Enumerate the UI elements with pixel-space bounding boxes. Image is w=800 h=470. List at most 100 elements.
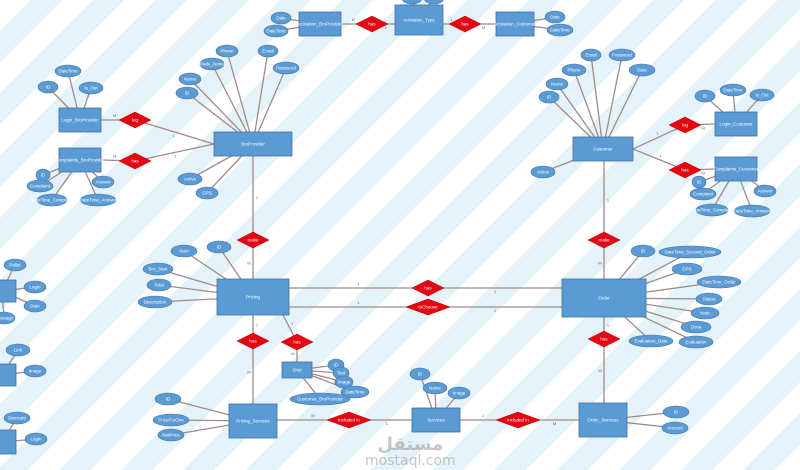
attribute-image[interactable]: Image bbox=[447, 386, 471, 400]
relationship-r-has-shot[interactable]: has bbox=[280, 333, 314, 351]
attribute-name[interactable]: Name bbox=[545, 77, 569, 91]
attribute-datetime-order[interactable]: DateTime_Order bbox=[696, 275, 742, 289]
attribute-phone[interactable]: Phone bbox=[561, 63, 587, 77]
attribute-id[interactable]: ID bbox=[35, 168, 51, 182]
attribute-trade-name[interactable]: Trade_Name bbox=[199, 57, 226, 71]
attribute-discount[interactable]: Discount bbox=[3, 411, 31, 425]
relationship-r-incl1[interactable]: included in bbox=[326, 411, 372, 429]
attribute-id[interactable]: ID bbox=[206, 240, 232, 254]
entity-activation-customer[interactable]: Activation_Customer bbox=[494, 11, 536, 37]
entity-pricing-services[interactable]: Pricing_Services bbox=[228, 403, 278, 439]
attribute-id[interactable]: ID bbox=[409, 367, 431, 381]
entity-left1[interactable] bbox=[0, 279, 17, 303]
entity-order[interactable]: Order bbox=[561, 278, 647, 318]
entity-shot[interactable]: Shot bbox=[281, 361, 313, 379]
attribute-id[interactable]: ID bbox=[630, 244, 656, 258]
entity-complaints-bp[interactable]: Complaints_BroProvider bbox=[56, 147, 105, 173]
attribute-datetime[interactable]: DateTime bbox=[340, 385, 370, 399]
attribute-answer[interactable]: Answer bbox=[753, 184, 777, 198]
relationship-r-log-c[interactable]: log bbox=[668, 116, 702, 134]
attribute-evaluation-date[interactable]: Evaluation_Date bbox=[628, 334, 674, 348]
attribute-complaint[interactable]: Complaint bbox=[26, 179, 54, 193]
attribute-complaint[interactable]: Complaint bbox=[689, 187, 717, 201]
attribute-image[interactable]: Image bbox=[23, 364, 47, 378]
attribute-netprice[interactable]: NetPrice bbox=[157, 428, 185, 442]
attribute-is-out[interactable]: Is_Out bbox=[78, 81, 104, 95]
entity-complaints-customer[interactable]: Complaints_Customer bbox=[714, 156, 759, 182]
entity-order-services[interactable]: Order_Services bbox=[578, 402, 628, 438]
attribute-datetime-second-order[interactable]: DateTime_Second_Order bbox=[658, 245, 722, 259]
attribute-datetime[interactable]: DateTime bbox=[263, 24, 289, 38]
entity-login-bp[interactable]: Login_BroProvider bbox=[58, 107, 102, 133]
attribute-answer[interactable]: Answer bbox=[91, 175, 115, 189]
attribute-email[interactable]: Email bbox=[257, 44, 279, 58]
attribute-status[interactable]: Status bbox=[695, 292, 723, 306]
attribute-id[interactable]: ID bbox=[694, 89, 716, 103]
attribute-pallet[interactable]: Pallet bbox=[3, 258, 27, 272]
attribute-gps[interactable]: GPS bbox=[671, 262, 703, 276]
attribute-login[interactable]: Login bbox=[24, 432, 48, 446]
attribute-evaluation[interactable]: Evaluation bbox=[678, 335, 714, 349]
attribute-bro-start[interactable]: Bro_Start bbox=[142, 262, 174, 276]
relationship-r-has-os[interactable]: has bbox=[587, 330, 621, 348]
attribute-unnamed[interactable] bbox=[424, 0, 444, 5]
attribute-unnamed[interactable] bbox=[402, 0, 422, 5]
relationship-r-has-po[interactable]: has bbox=[411, 279, 445, 297]
entity-customer[interactable]: Customer bbox=[572, 136, 634, 162]
relationship-r-log-bp[interactable]: log bbox=[118, 111, 152, 129]
attribute-name[interactable]: Name bbox=[178, 72, 202, 86]
attribute-is-out[interactable]: Is_Out bbox=[749, 88, 775, 102]
attribute-active[interactable]: Active bbox=[177, 172, 203, 186]
entity-login-customer[interactable]: Login_Customer bbox=[714, 111, 758, 137]
attribute-date[interactable]: Date bbox=[628, 63, 656, 77]
entity-activation-bp[interactable]: Activation_BroProvider bbox=[297, 11, 343, 37]
attribute-date[interactable]: Date bbox=[23, 299, 47, 313]
attribute-datetime-answer[interactable]: DateTime_Answer bbox=[734, 204, 771, 218]
attribute-link[interactable]: Link bbox=[5, 343, 31, 357]
attribute-message[interactable]: Message bbox=[0, 311, 16, 325]
attribute-id[interactable]: ID bbox=[691, 175, 707, 189]
attribute-gps[interactable]: GPS bbox=[195, 186, 219, 200]
attribute-phone[interactable]: Phone bbox=[215, 44, 239, 58]
relationship-r-comp-bp[interactable]: has bbox=[118, 152, 152, 170]
relationship-r-act-bp[interactable]: has bbox=[355, 15, 389, 33]
attribute-description[interactable]: Description bbox=[137, 295, 173, 309]
entity-left2[interactable] bbox=[0, 363, 17, 387]
attribute-email[interactable]: Email bbox=[580, 48, 602, 62]
attribute-login[interactable]: Login bbox=[23, 280, 47, 294]
relationship-r-comp-c[interactable]: has bbox=[668, 161, 702, 179]
attribute-datetime-answer[interactable]: DateTime_Answer bbox=[80, 193, 117, 207]
attribute-name[interactable]: Name bbox=[422, 381, 448, 395]
attribute-done[interactable]: Done bbox=[680, 320, 712, 334]
attribute-id[interactable]: ID bbox=[538, 90, 560, 104]
attribute-priceforone[interactable]: PriceForOne bbox=[152, 413, 190, 427]
entity-activation-type[interactable]: Activation_Type bbox=[394, 4, 444, 36]
attribute-active[interactable]: Active bbox=[530, 165, 556, 179]
attribute-note[interactable]: Note bbox=[690, 306, 720, 320]
attribute-id[interactable]: ID bbox=[154, 392, 182, 406]
attribute-num[interactable]: Num bbox=[170, 244, 198, 258]
attribute-total[interactable]: Total bbox=[146, 278, 172, 292]
attribute-datetime-complaint[interactable]: DateTime_Complaint bbox=[691, 203, 734, 217]
attribute-password[interactable]: Password bbox=[272, 61, 300, 75]
entity-broprovider[interactable]: BroProvider bbox=[213, 131, 293, 157]
attribute-id[interactable]: ID bbox=[175, 86, 199, 100]
attribute-password[interactable]: Password bbox=[608, 48, 636, 62]
relationship-r-act-c[interactable]: has bbox=[448, 15, 482, 33]
attribute-amount[interactable]: Amount bbox=[661, 421, 689, 435]
attribute-datetime[interactable]: DateTime bbox=[54, 64, 82, 78]
relationship-r-has-ps[interactable]: has bbox=[236, 332, 270, 350]
attribute-date[interactable]: Date bbox=[544, 10, 566, 24]
entity-pricing[interactable]: Pricing bbox=[216, 278, 290, 316]
attribute-id[interactable]: ID bbox=[662, 405, 690, 419]
relationship-r-incl2[interactable]: included in bbox=[495, 411, 541, 429]
entity-left3[interactable] bbox=[0, 429, 17, 455]
attribute-datetime[interactable]: DateTime bbox=[546, 23, 574, 37]
attribute-customer-broprovider[interactable]: Customer_BroProvider bbox=[289, 392, 351, 406]
relationship-r-make-c[interactable]: make bbox=[587, 231, 621, 249]
relationship-r-choose[interactable]: toChoose bbox=[405, 298, 451, 316]
attribute-id[interactable]: ID bbox=[37, 80, 59, 94]
relationship-r-make-bp[interactable]: make bbox=[236, 231, 270, 249]
attribute-datetime[interactable]: DateTime bbox=[719, 83, 747, 97]
attribute-datetime-complaint[interactable]: DateTime_Complaint bbox=[31, 193, 74, 207]
